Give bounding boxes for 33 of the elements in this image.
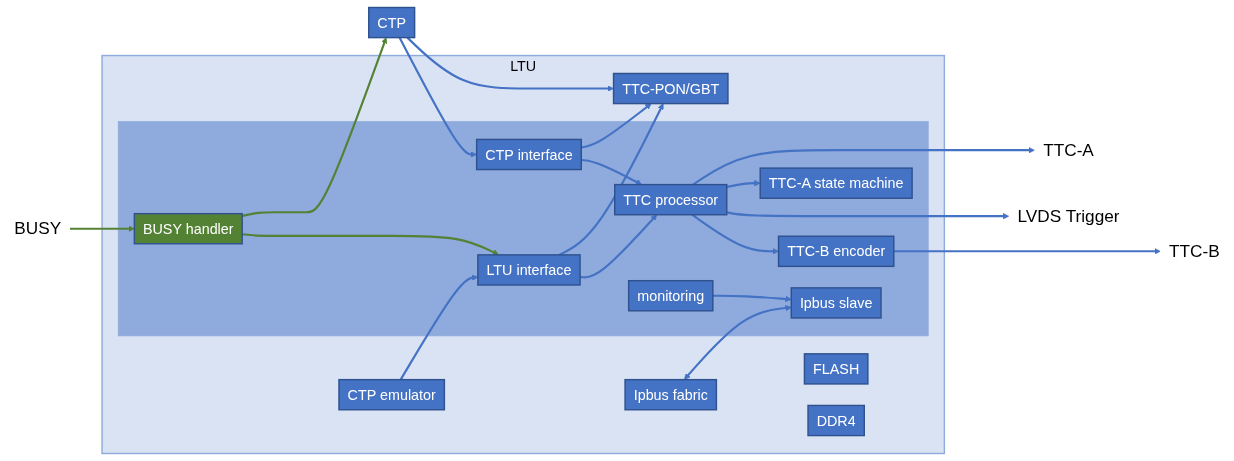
arrow <box>692 147 1035 186</box>
node-box: DDR4 <box>807 404 865 437</box>
node-box: TTC processor <box>614 183 728 216</box>
arrow <box>726 211 1010 220</box>
node-box: Ipbus fabric <box>624 378 718 411</box>
node-text: TTC-B <box>1169 241 1220 261</box>
node-text: BUSY <box>14 218 62 239</box>
arrow <box>581 103 652 149</box>
node-box: monitoring <box>627 279 714 312</box>
node-box: TTC-PON/GBT <box>612 72 729 105</box>
node-box: TTC-B encoder <box>777 235 895 268</box>
node-box: TTC-A state machine <box>759 167 913 199</box>
node-box: BUSY handler <box>133 212 243 245</box>
node-box: CTP interface <box>475 138 582 171</box>
arrow <box>69 225 135 232</box>
arrow <box>712 294 792 303</box>
node-box: CTP <box>368 6 416 39</box>
arrow <box>398 37 477 158</box>
arrow <box>893 248 1161 255</box>
cluster <box>117 121 929 337</box>
node-text: LVDS Trigger <box>1017 206 1120 226</box>
node-box: Ipbus slave <box>790 287 882 319</box>
arrow <box>684 304 792 380</box>
arrow <box>691 213 779 255</box>
arrow <box>558 103 664 256</box>
arrow <box>406 36 614 92</box>
arrow <box>242 233 499 256</box>
node-box: CTP emulator <box>338 378 446 411</box>
arrow <box>726 180 761 189</box>
node-box: LTU interface <box>477 254 581 286</box>
node-box: FLASH <box>803 353 869 385</box>
node-text: TTC-A <box>1043 140 1094 160</box>
arrow <box>581 158 642 185</box>
